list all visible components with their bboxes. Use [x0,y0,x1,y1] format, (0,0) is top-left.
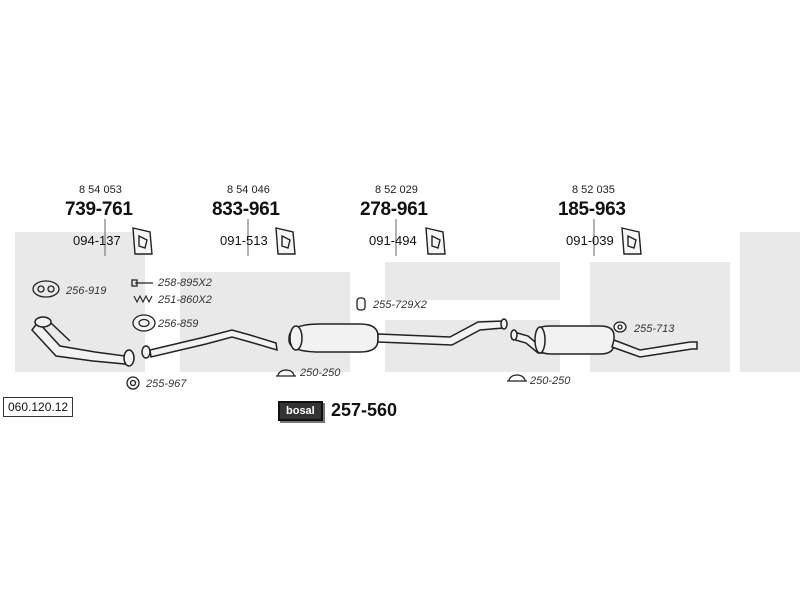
bracket-number: 091-039 [566,233,614,248]
rubber-mount-icon [356,297,366,311]
oem-number: 8 52 029 [375,184,418,196]
bracket-icon [275,227,296,255]
part-number: 185-963 [558,199,626,220]
gasket-icon [32,280,60,298]
part-number: 278-961 [360,199,428,220]
kit-number: 257-560 [331,400,398,420]
stud-icon [131,279,153,287]
oem-number: 8 54 046 [227,184,270,196]
clamp-icon [507,374,527,382]
part-label: 251-860X2 [158,294,212,306]
rubber-mount-icon [613,321,627,333]
part-number: 833-961 [212,199,280,220]
part-label: 256-859 [158,318,199,330]
catalog-number: 060.120.12 [3,397,74,417]
middle-muffler [288,318,508,353]
bracket-number: 091-513 [220,233,268,248]
oem-number: 8 54 053 [79,184,122,196]
bracket-number: 091-494 [369,233,417,248]
bracket-icon [621,227,642,255]
bracket-icon [425,227,446,255]
ring-gasket-icon [132,314,156,332]
part-number: 739-761 [65,199,133,220]
rear-muffler [510,325,698,358]
part-label: 258-895X2 [158,277,212,289]
part-label: 250-250 [300,367,341,379]
part-label: 250-250 [530,375,571,387]
part-label: 255-967 [146,378,187,390]
bracket-icon [132,227,153,255]
brand-logo: bosal [278,401,323,421]
oem-number: 8 52 035 [572,184,615,196]
clamp-icon [276,369,296,377]
part-label: 256-919 [66,285,107,297]
part-label: 255-729X2 [373,299,427,311]
part-label: 255-713 [634,323,675,335]
bracket-number: 094-137 [73,233,121,248]
spring-icon [133,294,153,304]
intermediate-pipe [149,329,278,358]
mount-icon [126,376,140,390]
